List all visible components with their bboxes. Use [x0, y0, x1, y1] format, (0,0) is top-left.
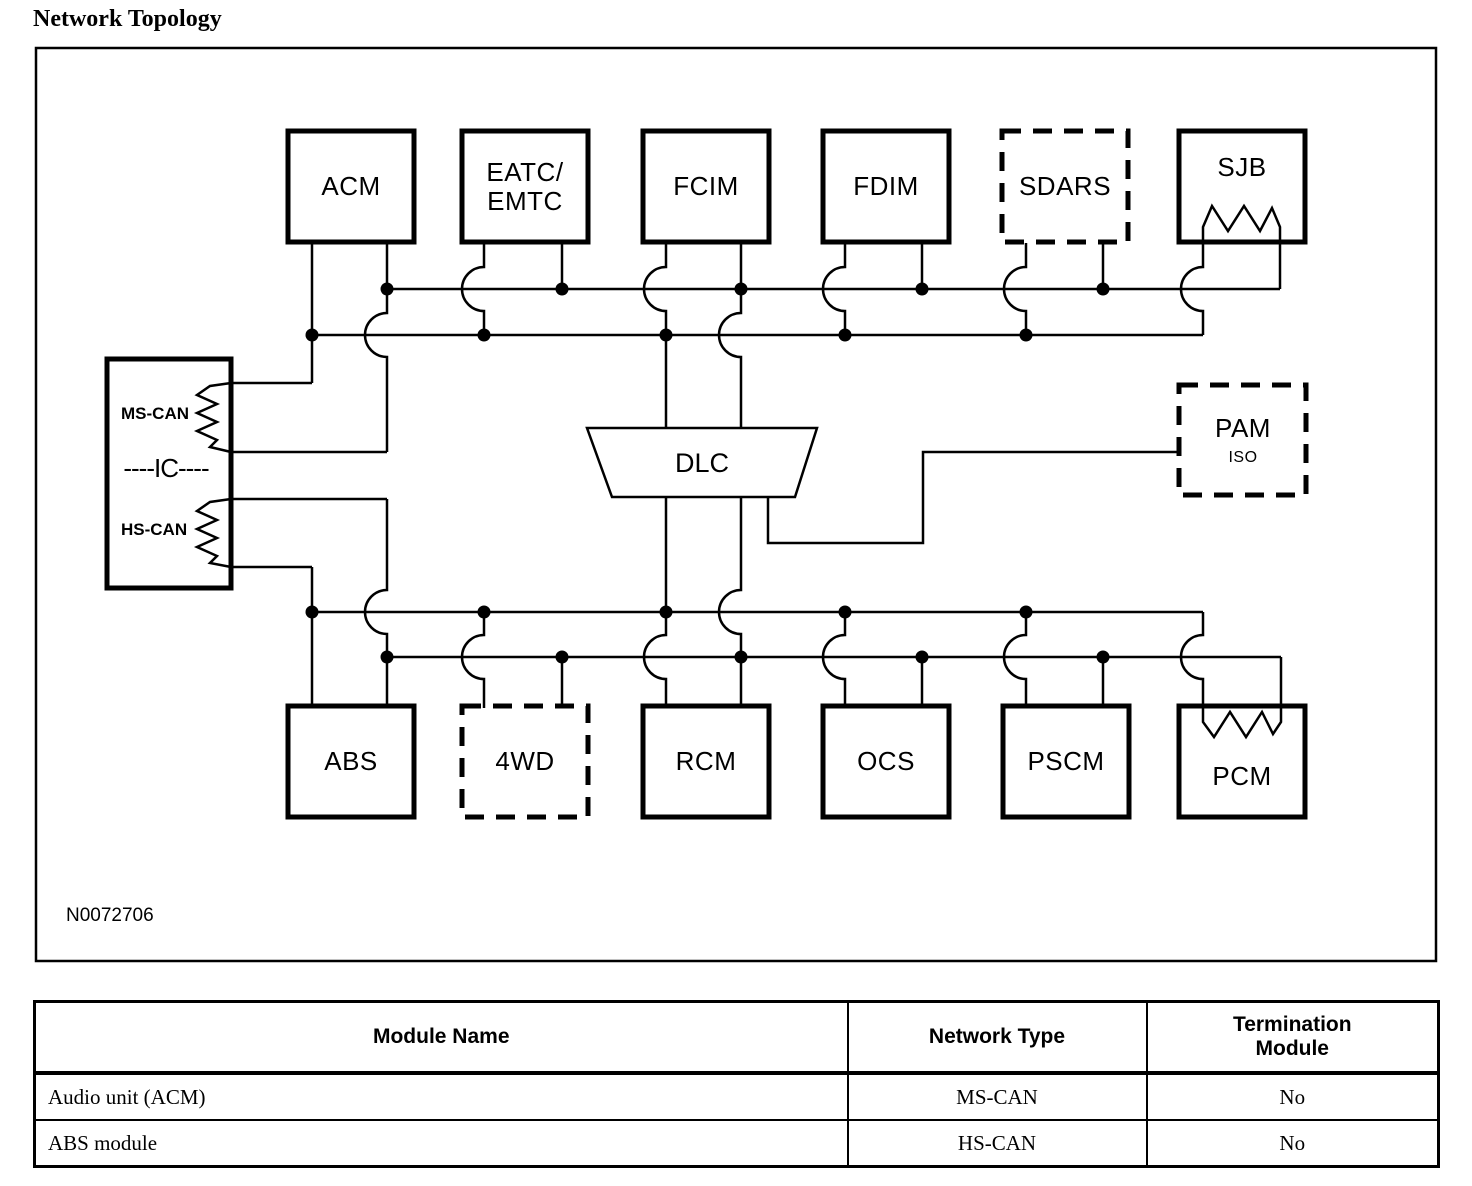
- module-label-sdars: SDARS: [1018, 171, 1112, 202]
- wire-sdars-left: [1002, 243, 1028, 335]
- cell-module-name: Audio unit (ACM): [33, 1072, 849, 1121]
- cell-network-type: MS-CAN: [846, 1072, 1148, 1121]
- wire-sjb-left: [1179, 243, 1205, 335]
- wire-rcm-left-to-dlc: [642, 497, 668, 708]
- module-label-pcm: PCM: [1212, 761, 1272, 792]
- cell-module-name: ABS module: [33, 1119, 849, 1168]
- dlc-label: DLC: [675, 448, 729, 478]
- dlc-connector-shape: [585, 426, 819, 499]
- wire-pcm-left: [1179, 612, 1205, 708]
- wire-ocs-left: [821, 612, 847, 708]
- table-header-row: Module Name Network Type Termination Mod…: [33, 1000, 1440, 1075]
- wire-abs-left-to-ic: [231, 565, 314, 708]
- cell-termination: No: [1145, 1072, 1440, 1121]
- header-module-name: Module Name: [33, 1000, 849, 1075]
- module-label-fdim: FDIM: [853, 171, 919, 202]
- wire-abs-right-to-ic: [231, 497, 389, 708]
- module-label-sjb: SJB: [1217, 152, 1267, 183]
- wire-fcim-right-to-dlc: [717, 243, 743, 428]
- pam-iso-sublabel: ISO: [1228, 448, 1258, 466]
- module-label-rcm: RCM: [675, 746, 737, 777]
- figure-number: N0072706: [66, 905, 154, 926]
- wire-fdim-left: [821, 243, 847, 335]
- module-label-pscm: PSCM: [1027, 746, 1105, 777]
- wire-pscm-left: [1002, 612, 1028, 708]
- wire-4wd-left: [460, 612, 486, 708]
- module-label-pam: PAM ISO: [1215, 412, 1271, 466]
- table-row: Audio unit (ACM) MS-CAN No: [33, 1072, 1440, 1121]
- module-label-acm: ACM: [321, 171, 381, 202]
- table-row: ABS module HS-CAN No: [33, 1119, 1440, 1168]
- ic-hs-can-label: HS-CAN: [121, 520, 188, 539]
- wire-eatc-left: [460, 243, 486, 335]
- wire-dlc-to-pam: [766, 450, 1177, 545]
- cell-termination: No: [1145, 1119, 1440, 1168]
- wire-acm-right-to-ic: [231, 243, 389, 454]
- page-title: Network Topology: [33, 6, 222, 32]
- module-network-table: Module Name Network Type Termination Mod…: [33, 1000, 1440, 1168]
- ic-label: ----IC----: [123, 453, 209, 483]
- wire-acm-left-to-ic: [231, 243, 314, 385]
- module-label-4wd: 4WD: [495, 746, 555, 777]
- header-termination-module: Termination Module: [1145, 1000, 1440, 1075]
- module-label-abs: ABS: [324, 746, 378, 777]
- wire-fcim-left-to-dlc: [642, 243, 668, 428]
- header-network-type: Network Type: [846, 1000, 1148, 1075]
- bus-junction-dots: [305, 282, 1110, 664]
- wire-rcm-right-to-dlc: [717, 497, 743, 708]
- ic-ms-can-label: MS-CAN: [121, 404, 189, 423]
- cell-network-type: HS-CAN: [846, 1119, 1148, 1168]
- module-ic: MS-CAN ----IC---- HS-CAN: [105, 357, 235, 590]
- module-label-fcim: FCIM: [673, 171, 739, 202]
- module-label-eatc-emtc: EATC/ EMTC: [486, 156, 564, 216]
- module-label-ocs: OCS: [857, 746, 915, 777]
